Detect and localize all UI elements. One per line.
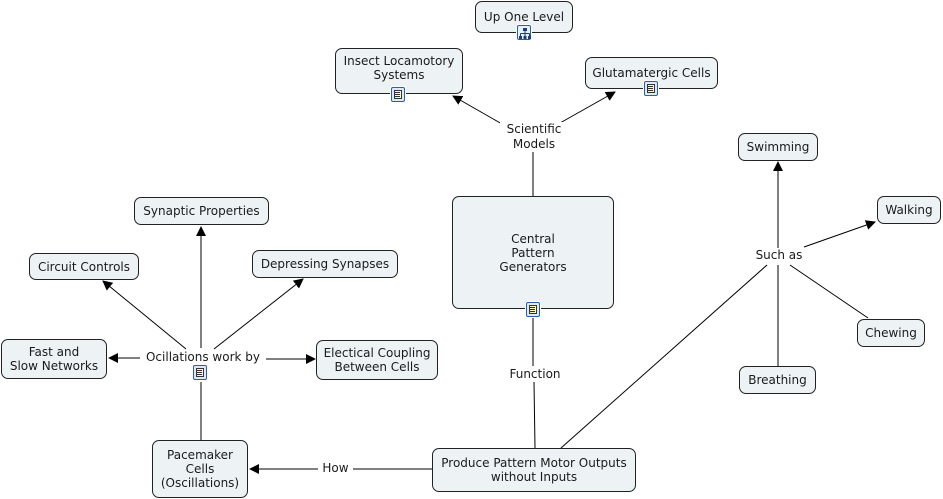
link-label-how: How — [318, 461, 353, 476]
node-synaptic-properties[interactable]: Synaptic Properties — [134, 197, 269, 225]
node-produce-pattern-motor-outputs[interactable]: Produce Pattern Motor Outputs without In… — [432, 448, 636, 492]
link-suchas-to-walking — [803, 220, 876, 248]
link-label-scientific-models: Scientific Models — [500, 122, 568, 152]
link-function-to-produce — [533, 381, 536, 449]
node-chewing[interactable]: Chewing — [857, 319, 925, 347]
link-osc-to-depressing — [213, 278, 304, 350]
link-models-to-glutamatergic — [559, 91, 616, 124]
resource-document-icon[interactable] — [391, 87, 405, 102]
node-swimming[interactable]: Swimming — [738, 133, 818, 161]
hierarchy-icon[interactable] — [517, 25, 531, 40]
link-osc-to-circuit — [102, 280, 187, 350]
node-insect-locomotory-systems[interactable]: Insect Locamotory Systems — [335, 48, 463, 94]
resource-document-icon[interactable] — [644, 81, 658, 96]
resource-document-icon[interactable] — [526, 302, 540, 317]
link-label-such-as: Such as — [749, 248, 809, 263]
node-glutamatergic-cells[interactable]: Glutamatergic Cells — [585, 57, 718, 89]
node-depressing-synapses[interactable]: Depressing Synapses — [252, 250, 398, 278]
node-central-pattern-generators[interactable]: Central Pattern Generators — [452, 196, 614, 309]
link-suchas-to-chewing — [789, 264, 869, 319]
link-label-function: Function — [503, 367, 567, 382]
node-walking[interactable]: Walking — [877, 196, 941, 224]
node-electrical-coupling[interactable]: Electical Coupling Between Cells — [316, 340, 438, 380]
node-pacemaker-cells[interactable]: Pacemaker Cells (Oscillations) — [152, 440, 248, 498]
link-models-to-insect — [452, 95, 503, 125]
node-circuit-controls[interactable]: Circuit Controls — [29, 253, 139, 280]
link-produce-to-suchas — [560, 264, 768, 449]
node-fast-and-slow-networks[interactable]: Fast and Slow Networks — [1, 339, 107, 379]
node-breathing[interactable]: Breathing — [739, 366, 816, 394]
resource-document-icon[interactable] — [193, 365, 207, 380]
link-label-oscillations-work-by: Ocillations work by — [140, 350, 266, 365]
